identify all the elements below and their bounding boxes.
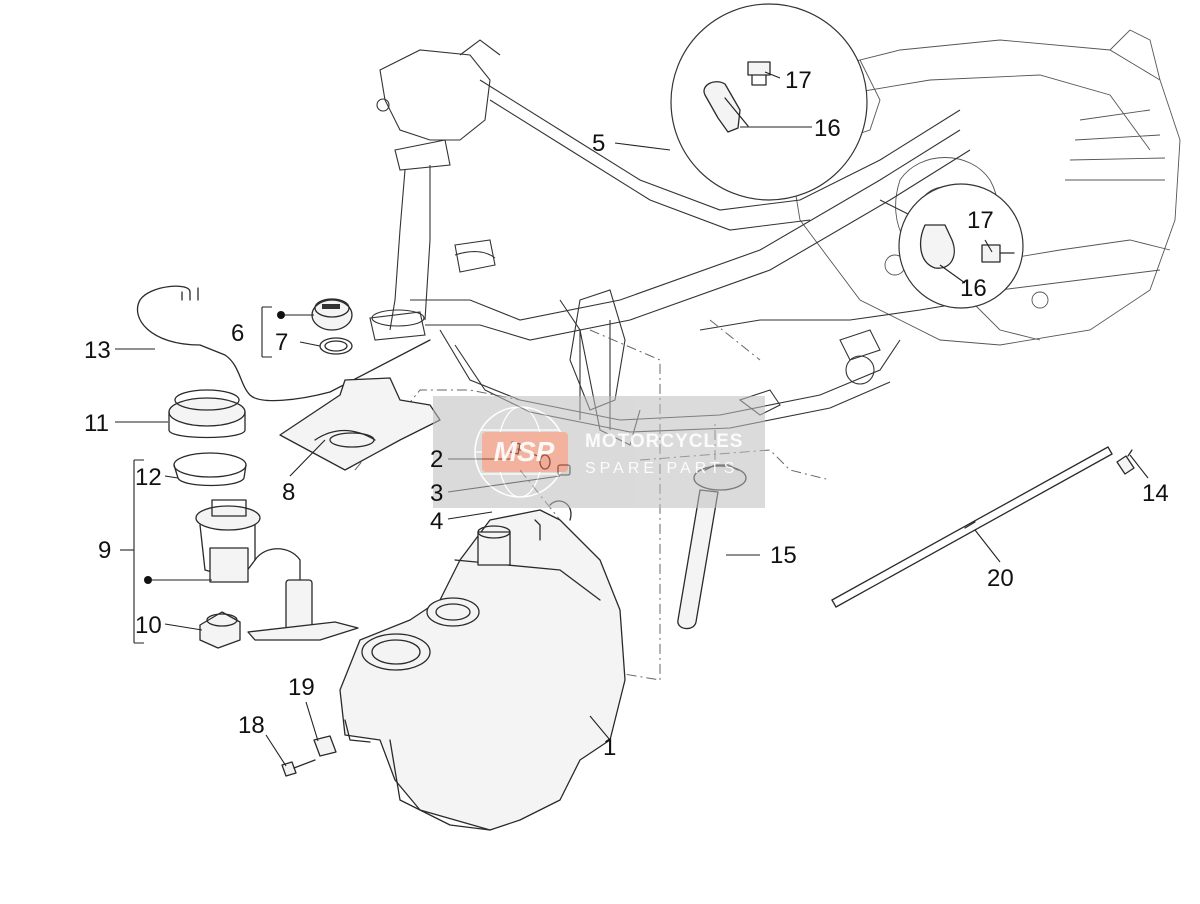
- callout-12: 12: [135, 464, 162, 491]
- callout-16-top: 16: [814, 115, 841, 142]
- callout-15: 15: [770, 542, 797, 569]
- callout-11: 11: [84, 410, 109, 437]
- callout-18: 18: [238, 712, 265, 739]
- callout-6: 6: [231, 320, 244, 347]
- part-14-fitting: [1116, 449, 1135, 475]
- callout-17-top: 17: [785, 67, 812, 94]
- callout-20: 20: [987, 565, 1014, 592]
- watermark-logo-badge: [482, 432, 568, 472]
- callout-19: 19: [288, 674, 315, 701]
- detail-circle-top: [670, 3, 868, 201]
- callout-10: 10: [135, 612, 162, 639]
- callout-17-right: 17: [967, 207, 994, 234]
- callout-1: 1: [603, 734, 616, 761]
- part-19-clip-nut: [313, 735, 337, 757]
- callout-5: 5: [592, 130, 605, 157]
- detail-circle-right: [898, 183, 1024, 309]
- part-18-bolt: [281, 759, 316, 777]
- callout-13: 13: [84, 337, 111, 364]
- watermark-line2: SPARE PARTS: [585, 460, 738, 477]
- part-12-seal: [173, 452, 247, 487]
- callout-3: 3: [430, 480, 443, 507]
- callout-labels: 1 2 3 4 5 6 7 8 9 10 11 12 13 14 15 16 1…: [84, 67, 1169, 761]
- part-7-cap-gasket: [319, 337, 353, 355]
- callout-4: 4: [430, 508, 443, 535]
- watermark: [433, 396, 765, 508]
- callout-2: 2: [430, 446, 443, 473]
- callout-9: 9: [98, 537, 111, 564]
- part-8-fuel-filler-shield: [279, 377, 441, 471]
- part-11-lock-ring: [168, 389, 246, 439]
- callout-8: 8: [282, 479, 295, 506]
- part-9-fuel-pump: [195, 499, 359, 641]
- part-1-fuel-tank: [339, 500, 626, 831]
- watermark-logo: MSP: [494, 436, 555, 467]
- part-13-vent-hose: [136, 285, 431, 402]
- callout-16-right: 16: [960, 275, 987, 302]
- callout-7: 7: [275, 329, 288, 356]
- part-10-fuel-filter: [199, 611, 241, 649]
- callout-14: 14: [1142, 480, 1169, 507]
- watermark-line1: MOTORCYCLES: [585, 431, 743, 452]
- part-20-breather-tube: [831, 446, 1113, 608]
- part-6-fuel-cap: [311, 298, 353, 331]
- scooter-frame: [369, 39, 991, 446]
